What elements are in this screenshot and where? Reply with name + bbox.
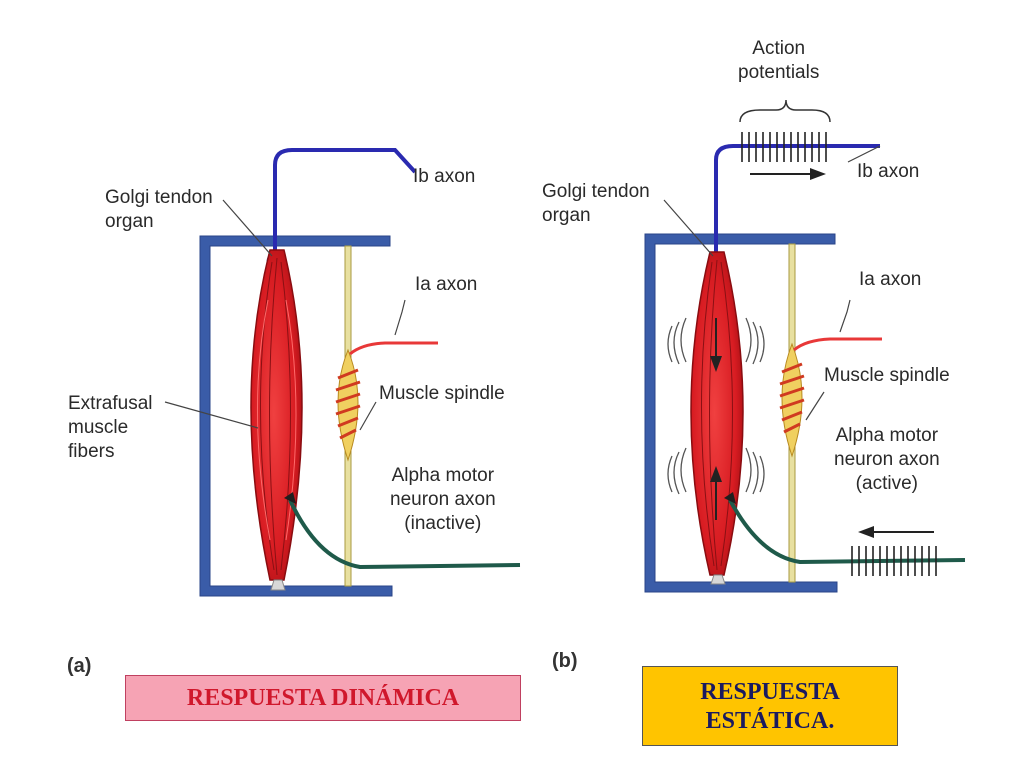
extrafusal-muscle-b xyxy=(690,251,744,585)
alpha-motor-axon-b xyxy=(728,499,966,565)
label-muscle-spindle-b: Muscle spindle xyxy=(824,365,950,386)
label-ia-axon-a: Ia axon xyxy=(415,274,478,295)
panel-a xyxy=(164,148,521,597)
ib-axon-b xyxy=(714,144,880,258)
muscle-spindle-a xyxy=(335,348,361,462)
arrow-right-icon xyxy=(750,168,826,180)
action-potential-spikes-top xyxy=(741,132,827,162)
caption-respuesta-dinamica: RESPUESTA DINÁMICA xyxy=(125,675,521,721)
label-golgi-tendon-organ-b: Golgi tendon organ xyxy=(542,181,650,226)
frame-b xyxy=(644,233,838,593)
muscle-spindle-b xyxy=(779,342,805,458)
motor-endplate-b xyxy=(724,492,736,504)
alpha-motor-axon-a xyxy=(288,499,521,570)
label-ia-axon-b: Ia axon xyxy=(859,269,922,290)
arrow-left-icon xyxy=(858,526,934,538)
label-alpha-motor-axon-a: Alpha motor neuron axon (inactive) xyxy=(390,465,496,534)
panel-letter-a: (a) xyxy=(67,655,92,677)
label-muscle-spindle-a: Muscle spindle xyxy=(379,383,505,404)
ib-axon-a xyxy=(273,148,417,258)
panel-letter-b: (b) xyxy=(552,650,578,672)
action-potential-spikes-bottom xyxy=(851,546,937,576)
label-golgi-tendon-organ-a: Golgi tendon organ xyxy=(105,187,213,232)
panel-b xyxy=(644,99,966,593)
label-extrafusal-muscle-fibers: Extrafusal muscle fibers xyxy=(68,393,153,462)
ia-axon-a xyxy=(349,341,438,356)
label-alpha-motor-axon-b: Alpha motor neuron axon (active) xyxy=(834,425,940,494)
contraction-lines xyxy=(667,317,765,495)
motor-endplate-a xyxy=(284,492,296,504)
extrafusal-muscle-a xyxy=(250,249,303,591)
label-ib-axon-a: Ib axon xyxy=(413,166,476,187)
action-potential-brace xyxy=(739,99,831,123)
label-action-potentials: Action potentials xyxy=(738,38,820,83)
frame-a xyxy=(199,235,393,597)
label-ib-axon-b: Ib axon xyxy=(857,161,920,182)
ia-axon-b xyxy=(793,337,882,352)
caption-respuesta-estatica: RESPUESTA ESTÁTICA. xyxy=(642,666,898,746)
